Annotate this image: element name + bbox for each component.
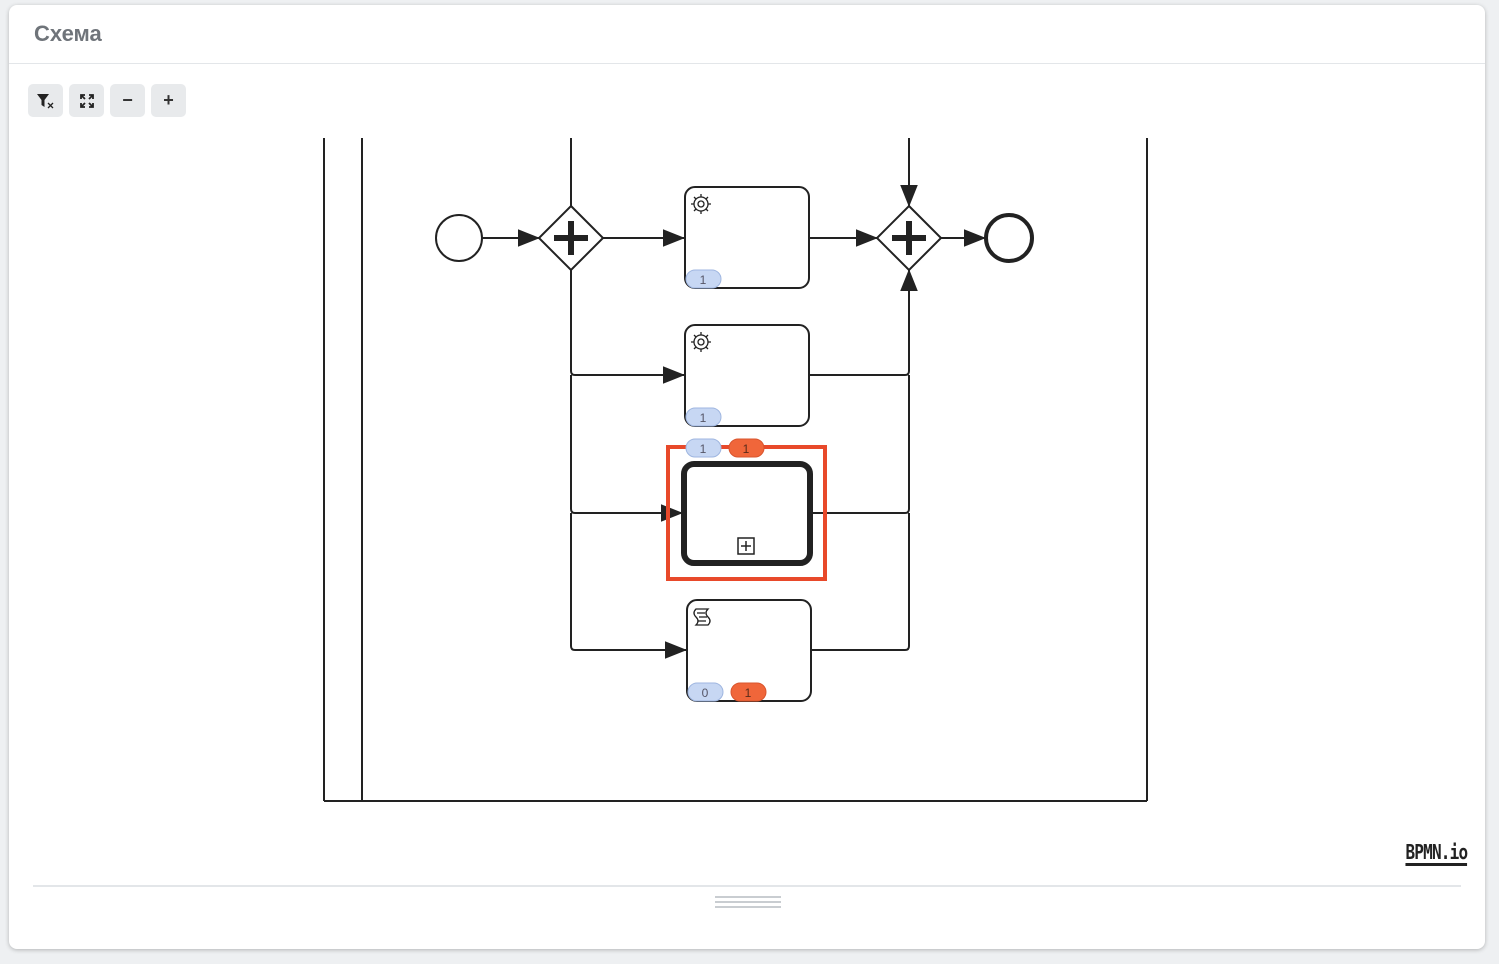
svg-text:1: 1 [700,442,707,456]
fit-viewport-button[interactable] [69,84,104,117]
gear-icon [691,332,711,352]
flow-fork-to-task2 [570,270,685,384]
incident-count-badge: 1 [730,682,767,702]
call-activity-task-selected[interactable]: 1 1 [666,438,827,581]
svg-text:0: 0 [702,686,709,700]
script-icon [693,608,711,626]
fullscreen-icon [79,93,94,108]
svg-text:1: 1 [700,273,707,287]
active-count-badge: 1 [685,438,722,458]
resize-handle[interactable] [715,896,781,916]
service-task-1[interactable]: 1 [684,186,810,289]
sequence-flows[interactable] [482,138,986,659]
active-count-badge: 1 [685,407,722,427]
gear-icon [691,194,711,214]
flow-task2-to-join [809,269,918,376]
flow-task4-to-join [812,513,910,651]
service-task-2[interactable]: 1 [684,324,810,427]
panel-header: Схема [9,5,1485,64]
active-count-badge: 1 [685,269,722,289]
footer-divider [33,885,1461,887]
svg-text:1: 1 [700,411,707,425]
subprocess-marker-icon [737,537,755,555]
incident-count-badge: 1 [728,438,765,458]
minus-icon: − [122,90,133,110]
svg-text:1: 1 [743,442,750,456]
diagram-toolbar: − + [28,84,186,117]
svg-text:1: 1 [745,686,752,700]
zoom-out-button[interactable]: − [110,84,145,117]
flow-task3-to-join [812,375,910,514]
pool[interactable] [323,138,1148,802]
bpmn-io-watermark[interactable]: BPMN.io [1405,840,1468,866]
flow-fork-to-task4 [570,513,687,659]
panel-title: Схема [34,21,102,46]
bpmn-canvas[interactable]: 1 1 1 [9,5,1485,949]
start-event[interactable] [435,214,483,262]
parallel-gateway-join[interactable] [875,204,943,272]
plus-icon: + [163,90,174,110]
filter-clear-icon [36,93,53,108]
diagram-panel: Схема [9,5,1485,949]
script-task[interactable]: 0 1 [686,599,812,702]
parallel-gateway-fork[interactable] [537,204,605,272]
zoom-in-button[interactable]: + [151,84,186,117]
clear-filter-button[interactable] [28,84,63,117]
flow-fork-to-task3 [570,375,683,522]
end-event[interactable] [984,213,1034,263]
active-count-badge: 0 [687,682,724,702]
